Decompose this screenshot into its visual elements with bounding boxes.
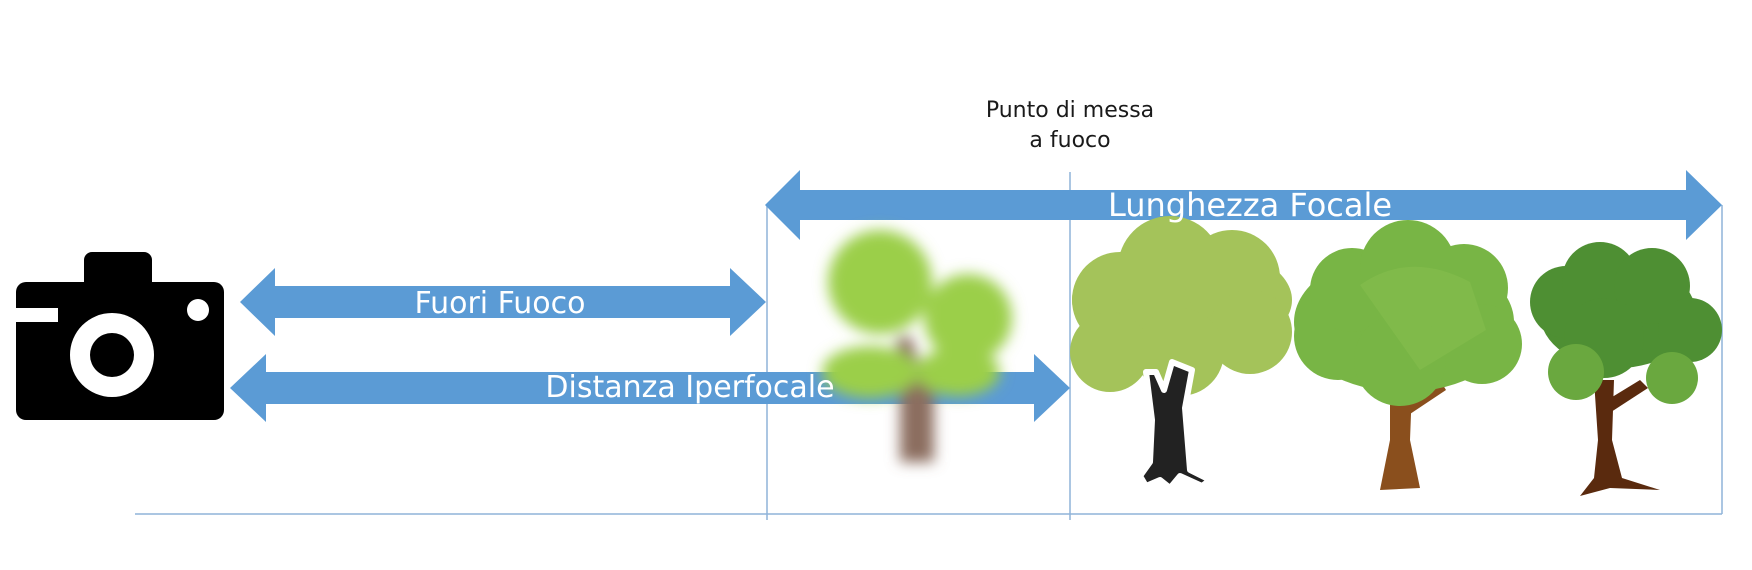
fuori-fuoco-arrow [240, 268, 766, 336]
lunghezza-focale-label: Lunghezza Focale [1107, 186, 1393, 224]
fuori-fuoco-label: Fuori Fuoco [414, 286, 586, 321]
lunghezza-focale-arrow [765, 170, 1722, 240]
guide-lines [135, 172, 1723, 520]
tree-icon [1530, 242, 1722, 496]
blurred-tree-icon [822, 230, 1012, 462]
distanza-iperfocale-label: Distanza Iperfocale [545, 370, 835, 405]
distanza-iperfocale-arrow [230, 354, 1070, 422]
tree-icon [1070, 216, 1292, 491]
camera-icon [16, 252, 224, 420]
tree-icon [1294, 220, 1522, 490]
focus-point-label-line1: Punto di messa [985, 98, 1155, 123]
focus-point-label-line2: a fuoco [1029, 128, 1111, 153]
focus-point-label: Punto di messa a fuoco [940, 96, 1200, 156]
